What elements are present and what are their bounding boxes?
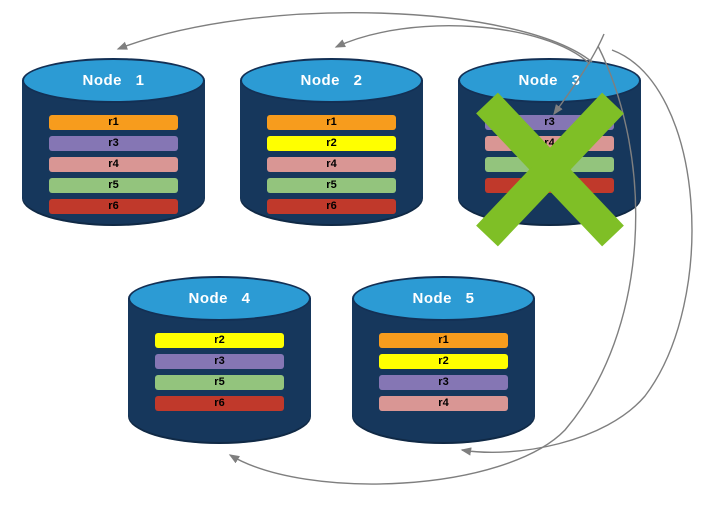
replica-bar: r2	[379, 354, 508, 369]
node-1: Node 1 r1 r3 r4 r5 r6	[22, 58, 205, 226]
replica-bar: r4	[379, 396, 508, 411]
replica-bar: r6	[485, 178, 614, 193]
replica-bar: r6	[267, 199, 396, 214]
node-5: Node 5 r1 r2 r3 r4	[352, 276, 535, 444]
replica-bar: r3	[155, 354, 284, 369]
node-4-label: Node 4	[188, 290, 251, 307]
replica-bar: r6	[49, 199, 178, 214]
arrow-to-node-1	[116, 12, 593, 63]
node-4-cylinder-top: Node 4	[128, 276, 311, 321]
node-5-label: Node 5	[412, 290, 475, 307]
replica-bar: r2	[267, 136, 396, 151]
replica-bar: r5	[49, 178, 178, 193]
replica-bar: r1	[49, 115, 178, 130]
node-1-replica-list: r1 r3 r4 r5 r6	[49, 115, 178, 214]
node-2: Node 2 r1 r2 r4 r5 r6	[240, 58, 423, 226]
replica-bar: r3	[49, 136, 178, 151]
node-1-label: Node 1	[82, 72, 145, 89]
replica-bar: r4	[49, 157, 178, 172]
replica-bar: r6	[155, 396, 284, 411]
node-5-cylinder-top: Node 5	[352, 276, 535, 321]
node-3-cylinder-top: Node 3	[458, 58, 641, 103]
node-3-label: Node 3	[518, 72, 581, 89]
node-3-failed: Node 3 r3 r4 r5 r6	[458, 58, 641, 226]
node-3-replica-list: r3 r4 r5 r6	[485, 115, 614, 193]
node-2-label: Node 2	[300, 72, 363, 89]
node-2-cylinder-top: Node 2	[240, 58, 423, 103]
replica-bar: r3	[379, 375, 508, 390]
replica-bar: r2	[155, 333, 284, 348]
node-5-replica-list: r1 r2 r3 r4	[379, 333, 508, 411]
replica-bar: r5	[267, 178, 396, 193]
replica-bar: r4	[485, 136, 614, 151]
replica-bar: r5	[155, 375, 284, 390]
node-2-replica-list: r1 r2 r4 r5 r6	[267, 115, 396, 214]
node-4: Node 4 r2 r3 r5 r6	[128, 276, 311, 444]
node-4-replica-list: r2 r3 r5 r6	[155, 333, 284, 411]
replica-bar: r3	[485, 115, 614, 130]
node-1-cylinder-top: Node 1	[22, 58, 205, 103]
replica-bar: r4	[267, 157, 396, 172]
replica-bar: r1	[267, 115, 396, 130]
replica-bar: r1	[379, 333, 508, 348]
replica-bar: r5	[485, 157, 614, 172]
